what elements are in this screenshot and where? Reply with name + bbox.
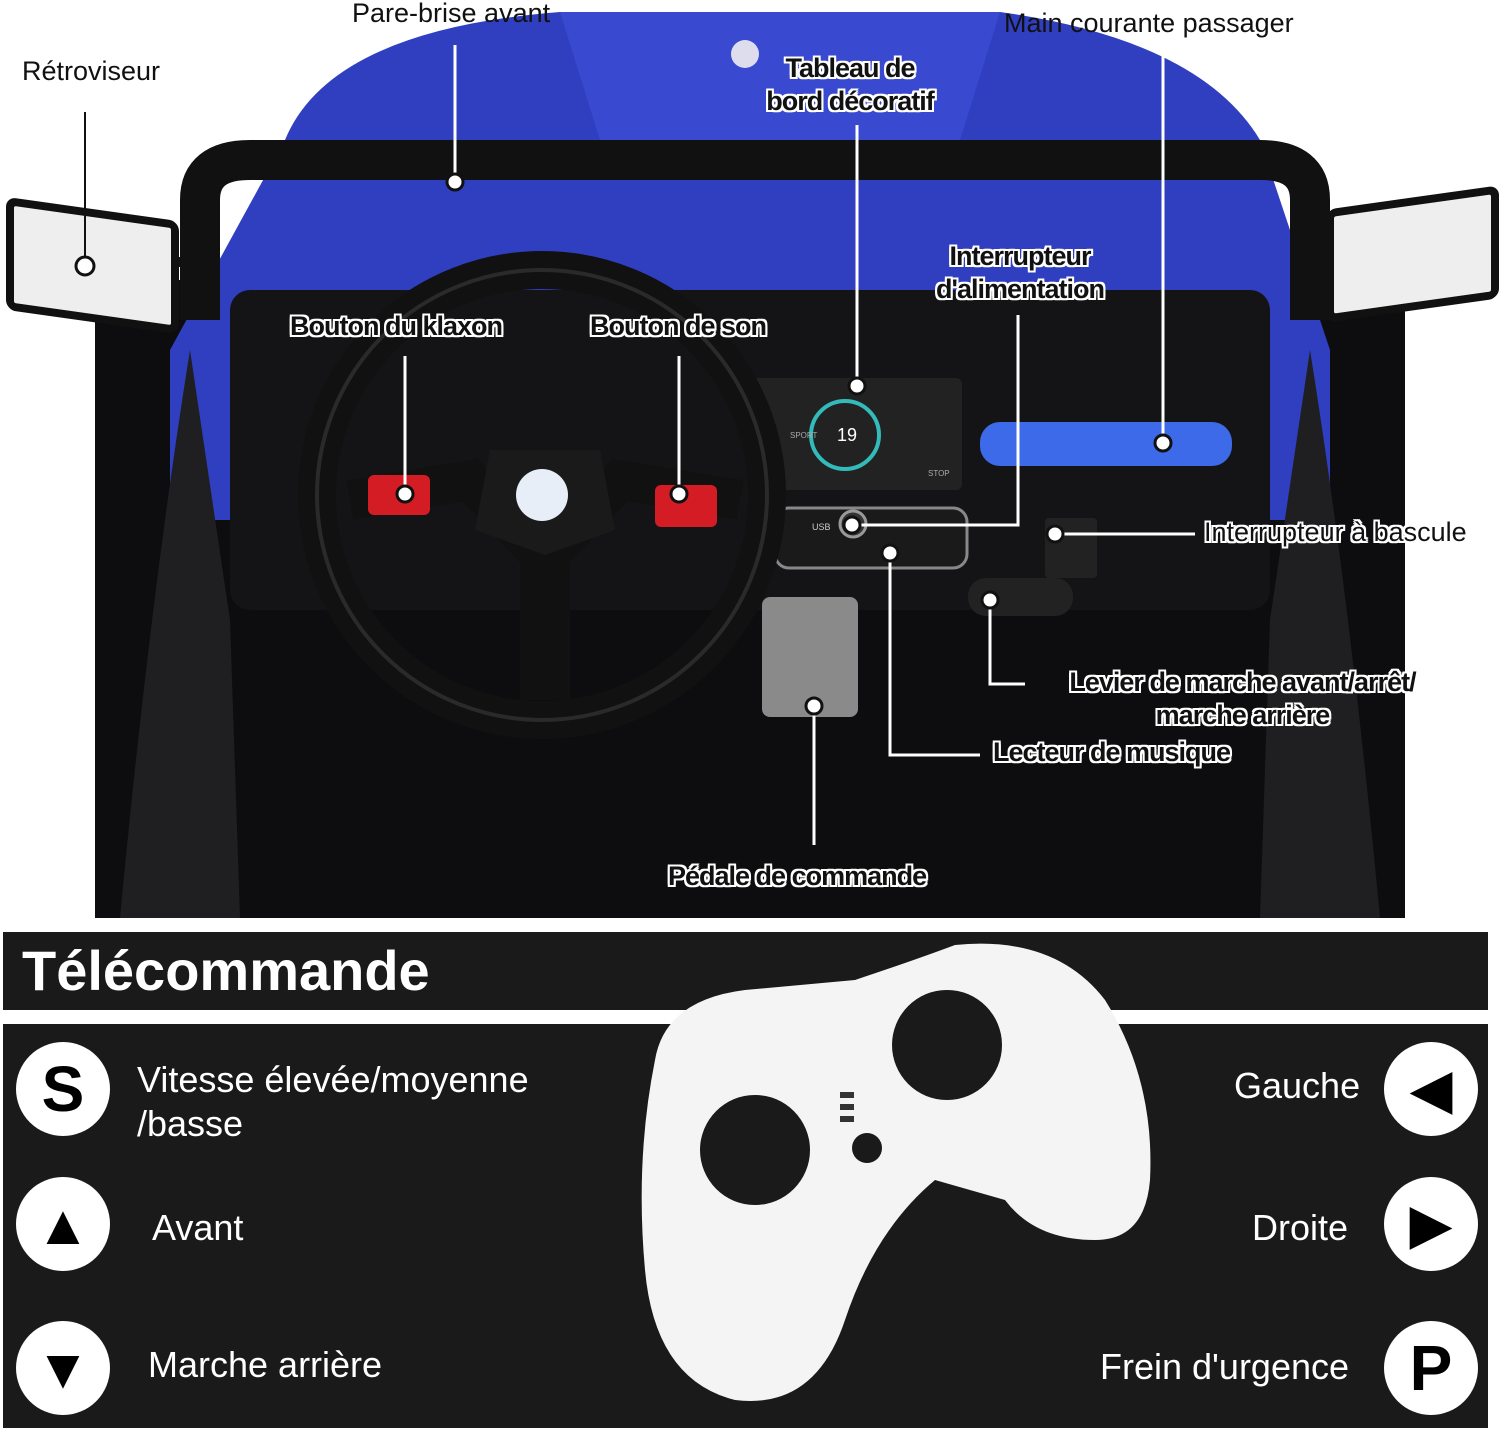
dash-speed: 19 bbox=[837, 425, 857, 445]
label-dashboard: Tableau de bord décoratif bbox=[740, 52, 960, 118]
left-glyph: ◀ bbox=[1409, 1057, 1453, 1120]
music-player-panel bbox=[773, 506, 969, 570]
passenger-handrail bbox=[980, 422, 1232, 466]
right-glyph: ▶ bbox=[1409, 1192, 1453, 1255]
dashboard-screen bbox=[750, 378, 962, 490]
right-door bbox=[1260, 350, 1380, 918]
label-dashboard-line1: Tableau de bbox=[785, 53, 915, 83]
roll-bar bbox=[180, 140, 1330, 320]
remote-left-dpad bbox=[700, 1095, 810, 1205]
remote-body bbox=[641, 943, 1151, 1401]
callout-dots bbox=[74, 172, 1173, 716]
forward-arrow-icon: ▲ bbox=[16, 1177, 110, 1271]
label-gear-lever: Levier de marche avant/arrêt/ marche arr… bbox=[1045, 666, 1440, 732]
label-dashboard-line2: bord décoratif bbox=[766, 86, 935, 116]
label-power-line2: d'alimentation bbox=[936, 274, 1105, 304]
hood-panel bbox=[560, 12, 1000, 140]
left-arrow-icon: ◀ bbox=[1384, 1042, 1478, 1136]
brake-glyph: P bbox=[1409, 1332, 1453, 1404]
reverse-label: Marche arrière bbox=[148, 1344, 383, 1385]
speedometer bbox=[809, 399, 881, 471]
label-music-player: Lecteur de musique bbox=[993, 737, 1231, 767]
speed-label-line1: Vitesse élevée/moyenne bbox=[137, 1059, 529, 1100]
left-label: Gauche bbox=[1234, 1065, 1361, 1106]
usb-label: USB bbox=[812, 522, 831, 532]
label-windshield: Pare-brise avant bbox=[352, 0, 551, 28]
leader-lines bbox=[84, 45, 1195, 845]
label-power-switch: Interrupteur d'alimentation bbox=[910, 240, 1130, 306]
label-gear-line1: Levier de marche avant/arrêt/ bbox=[1069, 667, 1416, 697]
label-rocker: Interrupteur à bascule bbox=[1204, 517, 1467, 547]
brake-label: Frein d'urgence bbox=[1100, 1346, 1350, 1387]
reverse-arrow-icon: ▼ bbox=[16, 1321, 110, 1415]
label-mirror: Rétroviseur bbox=[22, 56, 161, 86]
dash-sport: SPORT bbox=[790, 431, 818, 440]
label-power-line1: Interrupteur bbox=[949, 241, 1091, 271]
label-pedal: Pédale de commande bbox=[668, 861, 927, 891]
dash-stop: STOP bbox=[928, 469, 950, 478]
remote-control-image bbox=[641, 943, 1151, 1401]
label-sound: Bouton de son bbox=[590, 311, 767, 341]
label-horn: Bouton du klaxon bbox=[290, 311, 503, 341]
steering-wheel-rim bbox=[315, 268, 769, 722]
right-label: Droite bbox=[1252, 1207, 1349, 1248]
ride-on-car-interior-photo: 19 SPORT STOP USB bbox=[6, 12, 1499, 918]
remote-title: Télécommande bbox=[22, 939, 430, 1002]
speed-label: Vitesse élevée/moyenne /basse bbox=[137, 1058, 529, 1146]
remote-right-dpad bbox=[892, 990, 1002, 1100]
remote-speed-button bbox=[852, 1133, 882, 1163]
speed-label-line2: /basse bbox=[137, 1103, 244, 1144]
left-door bbox=[120, 350, 240, 918]
right-arrow-icon: ▶ bbox=[1384, 1177, 1478, 1271]
label-handrail: Main courante passager bbox=[1004, 8, 1294, 38]
forward-label: Avant bbox=[152, 1207, 244, 1248]
toy-star-logo bbox=[516, 469, 568, 521]
reverse-glyph: ▼ bbox=[35, 1336, 91, 1400]
forward-glyph: ▲ bbox=[35, 1192, 91, 1256]
car-hood bbox=[170, 12, 1330, 520]
mirror-right bbox=[1326, 186, 1499, 322]
brake-icon: P bbox=[1384, 1321, 1478, 1415]
hood-logo bbox=[731, 40, 759, 68]
speed-icon: S bbox=[16, 1042, 110, 1136]
speed-icon-glyph: S bbox=[41, 1053, 85, 1125]
label-gear-line2: marche arrière bbox=[1155, 700, 1331, 730]
foot-pedal bbox=[762, 597, 858, 717]
